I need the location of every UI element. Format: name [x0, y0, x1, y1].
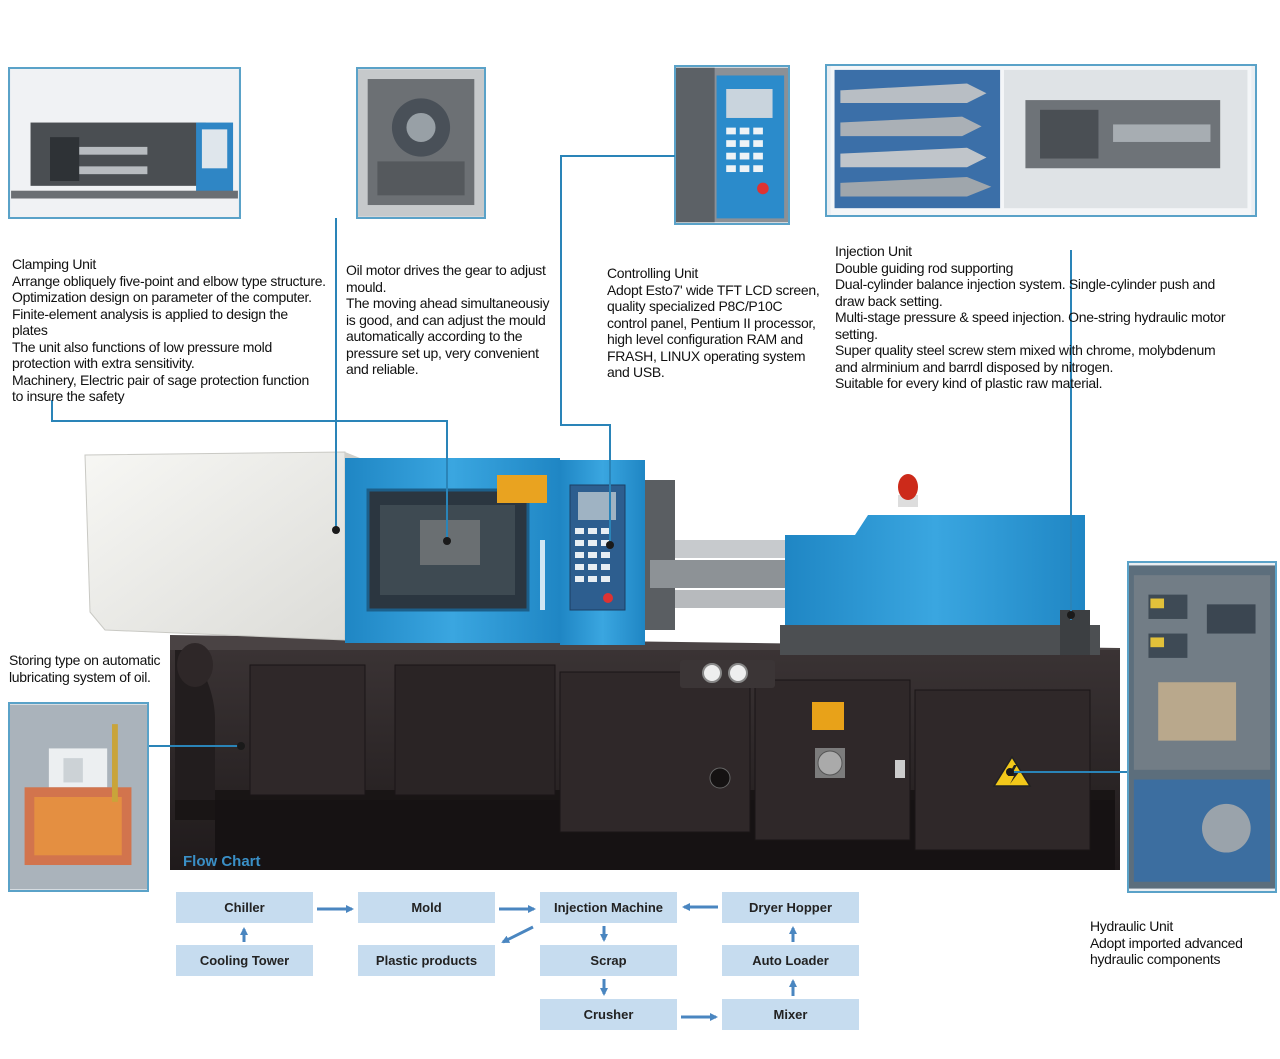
flow-box-cooling-tower: Cooling Tower	[176, 945, 313, 976]
hydraulic-unit-description: Hydraulic Unit Adopt imported advanced h…	[1090, 918, 1243, 968]
injection-line: Suitable for every kind of plastic raw m…	[835, 375, 1103, 391]
oil-motor-line: The moving ahead simultaneousiy	[346, 295, 550, 311]
injection-unit-photo	[825, 64, 1257, 217]
leader-injection-v	[1070, 250, 1072, 620]
lubrication-description: Storing type on automatic lubricating sy…	[9, 652, 161, 685]
leader-hydraulic-h	[1010, 771, 1127, 773]
controlling-unit-photo	[674, 65, 790, 225]
flow-box-mixer: Mixer	[722, 999, 859, 1030]
injection-line: Multi-stage pressure & speed injection. …	[835, 309, 1226, 325]
hydraulic-line: hydraulic components	[1090, 951, 1221, 967]
flow-box-mold: Mold	[358, 892, 495, 923]
leader-dot-oil	[332, 526, 340, 534]
flow-box-chiller: Chiller	[176, 892, 313, 923]
injection-line: setting.	[835, 325, 878, 342]
clamping-line: Machinery, Electric pair of sage protect…	[12, 371, 309, 388]
clamping-unit-photo	[8, 67, 241, 219]
oil-motor-line: Oil motor drives the gear to adjust	[346, 262, 546, 278]
flow-box-scrap: Scrap	[540, 945, 677, 976]
leader-dot-injection	[1067, 611, 1075, 619]
leader-lube-h	[149, 745, 241, 747]
warning-beacon-icon	[898, 474, 918, 500]
controlling-line: FRASH, LINUX operating system	[607, 347, 806, 364]
flow-box-plastic-products: Plastic products	[358, 945, 495, 976]
oil-motor-line: is good, and can adjust the mould	[346, 311, 546, 328]
controlling-line: quality specialized P8C/P10C	[607, 298, 783, 314]
controlling-line: high level configuration RAM and	[607, 331, 803, 347]
leader-dot-lube	[237, 742, 245, 750]
clamping-cover	[84, 451, 346, 641]
leader-control-v	[560, 155, 562, 425]
hydraulic-line: Adopt imported advanced	[1090, 934, 1243, 951]
leader-dot-hydraulic	[1006, 768, 1014, 776]
flow-box-crusher: Crusher	[540, 999, 677, 1030]
oil-motor-line: and reliable.	[346, 361, 419, 377]
leader-dot-control	[606, 541, 614, 549]
injection-unit-description: Injection Unit Double guiding rod suppor…	[835, 243, 1226, 392]
flow-box-injection-machine: Injection Machine	[540, 892, 677, 923]
injection-line: Double guiding rod supporting	[835, 259, 1014, 276]
leader-clamping-drop	[446, 420, 448, 540]
injection-line: draw back setting.	[835, 292, 943, 309]
controlling-line: control panel, Pentium II processor,	[607, 314, 816, 331]
hydraulic-unit-photo	[1127, 561, 1277, 893]
clamping-line: to insure the safety	[12, 388, 125, 404]
pressure-gauge-icon	[702, 663, 722, 683]
injection-line: Dual-cylinder balance injection system. …	[835, 276, 1216, 292]
leader-clamping-h	[51, 420, 448, 422]
fan-vent-icon	[817, 750, 843, 776]
hydraulic-unit-title: Hydraulic Unit	[1090, 918, 1173, 934]
controlling-line: Adopt Esto7' wide TFT LCD screen,	[607, 281, 820, 298]
leader-control-h2	[560, 424, 610, 426]
flow-chart-title: Flow Chart	[183, 853, 261, 870]
lubrication-line: lubricating system of oil.	[9, 668, 151, 685]
controlling-line: and USB.	[607, 364, 665, 380]
clamping-line: Optimization design on parameter of the …	[12, 289, 312, 305]
controlling-unit-description: Controlling Unit Adopt Esto7' wide TFT L…	[607, 265, 820, 381]
oil-motor-description: Oil motor drives the gear to adjust moul…	[346, 262, 549, 378]
clamping-unit-description: Clamping Unit Arrange obliquely five-poi…	[12, 256, 326, 405]
controlling-unit-title: Controlling Unit	[607, 265, 698, 281]
clamping-line: protection with extra sensitivity.	[12, 355, 195, 371]
leader-control-v2	[609, 424, 611, 544]
injection-line: Super quality steel screw stem mixed wit…	[835, 342, 1216, 358]
clamping-line: plates	[12, 322, 48, 338]
leader-clamping-v	[51, 400, 53, 422]
clamping-line: Arrange obliquely five-point and elbow t…	[12, 272, 326, 289]
leader-dot-clamping	[443, 537, 451, 545]
lubrication-line: Storing type on automatic	[9, 652, 161, 668]
clamping-unit-title: Clamping Unit	[12, 256, 97, 272]
injection-unit	[785, 515, 1085, 625]
oil-motor-photo	[356, 67, 486, 219]
clamping-line: The unit also functions of low pressure …	[12, 338, 272, 355]
oil-motor-line: pressure set up, very convenient	[346, 344, 539, 361]
lubrication-photo	[8, 702, 149, 892]
oil-motor-line: automatically according to the	[346, 328, 523, 344]
injection-unit-title: Injection Unit	[835, 243, 912, 259]
clamping-line: Finite-element analysis is applied to de…	[12, 305, 288, 322]
leader-oil-v	[335, 218, 337, 530]
oil-motor-line: mould.	[346, 278, 387, 295]
flow-box-auto-loader: Auto Loader	[722, 945, 859, 976]
injection-line: and alrminium and barrdl disposed by nit…	[835, 358, 1114, 375]
leader-control-h	[560, 155, 675, 157]
flow-box-dryer-hopper: Dryer Hopper	[722, 892, 859, 923]
